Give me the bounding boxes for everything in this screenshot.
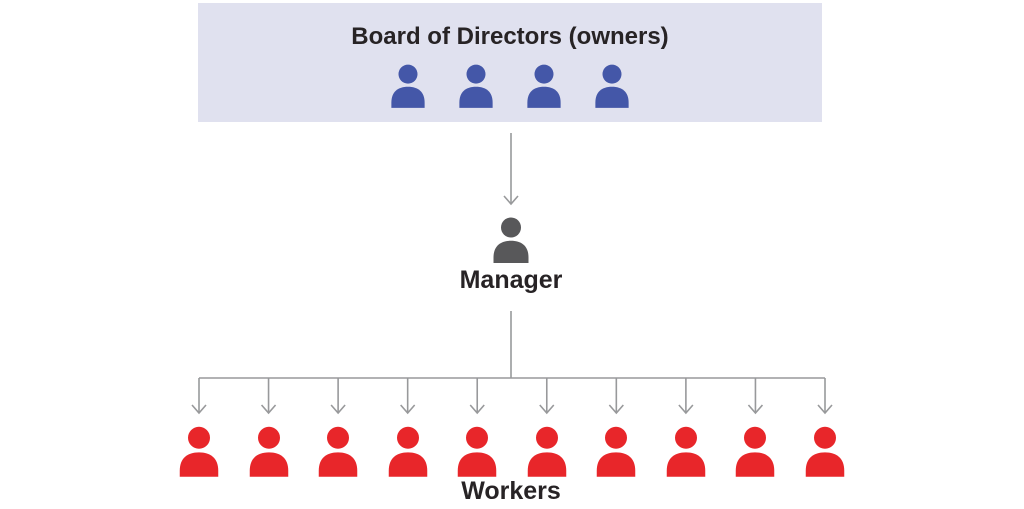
person-icon bbox=[179, 426, 219, 477]
person-icon bbox=[805, 426, 845, 477]
manager-figure bbox=[491, 217, 531, 263]
person-icon bbox=[597, 426, 636, 477]
person-icon bbox=[595, 64, 629, 108]
person-icon bbox=[666, 426, 706, 477]
manager-to-workers-tree bbox=[191, 311, 833, 415]
person-icon bbox=[391, 64, 425, 108]
board-of-directors-box: Board of Directors (owners) bbox=[198, 3, 822, 122]
board-title: Board of Directors (owners) bbox=[351, 23, 669, 50]
person-icon bbox=[457, 426, 497, 477]
workers-row bbox=[177, 426, 847, 477]
person-icon bbox=[318, 426, 358, 477]
manager-label: Manager bbox=[459, 266, 563, 294]
person-icon bbox=[527, 64, 561, 108]
person-icon bbox=[527, 426, 566, 477]
person-icon bbox=[249, 426, 288, 477]
board-members-row bbox=[198, 64, 822, 108]
board-to-manager-arrow bbox=[503, 133, 519, 206]
person-icon bbox=[388, 426, 427, 477]
person-icon bbox=[736, 426, 775, 477]
workers-label: Workers bbox=[461, 477, 561, 505]
person-icon bbox=[459, 64, 493, 108]
person-icon bbox=[493, 217, 529, 263]
